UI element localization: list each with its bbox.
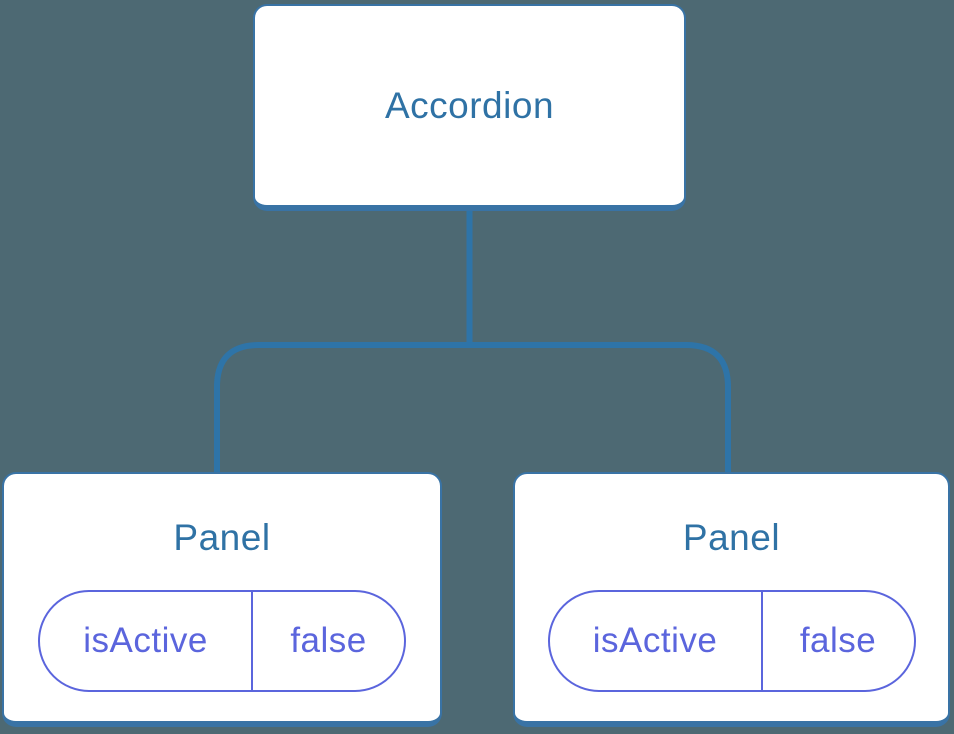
node-panel-1: Panel isActive false [2,472,442,727]
node-accordion-label: Accordion [384,84,555,126]
state-value: false [799,621,877,660]
state-pill: isActive false [547,590,916,692]
state-key: isActive [550,592,763,690]
state-key: isActive [40,592,254,690]
state-value: false [290,621,367,660]
node-panel-2: Panel isActive false [513,472,950,727]
node-accordion: Accordion [253,4,686,211]
node-panel-2-label: Panel [682,517,781,558]
state-pill: isActive false [38,590,406,692]
node-panel-1-label: Panel [173,517,271,558]
connector-branch [214,342,731,473]
